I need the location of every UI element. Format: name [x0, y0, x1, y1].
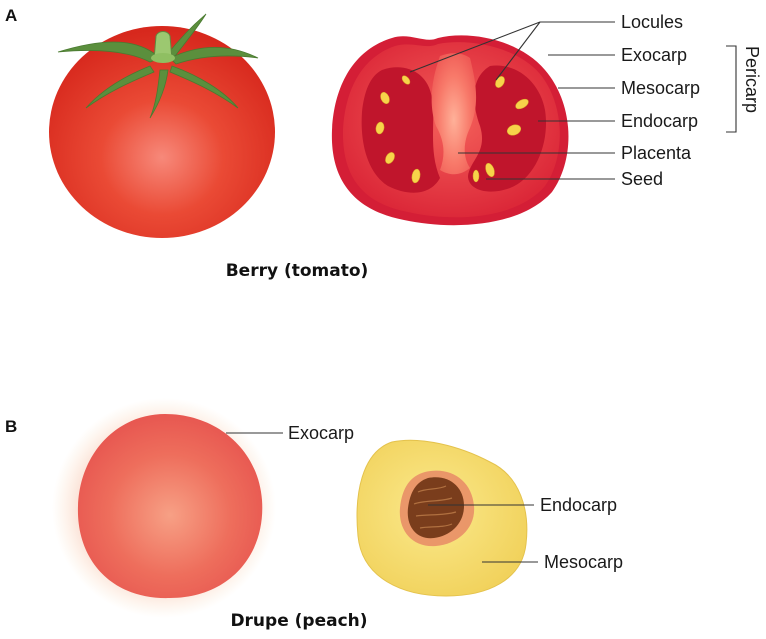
- whole-peach: [52, 398, 276, 618]
- pericarp-bracket: [726, 46, 736, 132]
- label-placenta: Placenta: [621, 143, 692, 163]
- label-endocarp-a: Endocarp: [621, 111, 698, 131]
- label-seed: Seed: [621, 169, 663, 189]
- label-pericarp: Pericarp: [742, 46, 762, 113]
- label-locules: Locules: [621, 12, 683, 32]
- tomato-stem-base: [151, 53, 175, 63]
- label-mesocarp-b: Mesocarp: [544, 552, 623, 572]
- whole-tomato: [49, 14, 275, 238]
- caption-drupe: Drupe (peach): [230, 611, 367, 631]
- label-exocarp-a: Exocarp: [621, 45, 687, 65]
- panel-b-letter: B: [5, 417, 17, 436]
- cut-peach: [357, 440, 527, 596]
- caption-berry: Berry (tomato): [226, 261, 369, 281]
- label-mesocarp-a: Mesocarp: [621, 78, 700, 98]
- label-endocarp-b: Endocarp: [540, 495, 617, 515]
- cut-tomato: [332, 35, 569, 225]
- label-exocarp-b: Exocarp: [288, 423, 354, 443]
- panel-a-letter: A: [5, 6, 17, 25]
- peach-skin: [78, 414, 262, 598]
